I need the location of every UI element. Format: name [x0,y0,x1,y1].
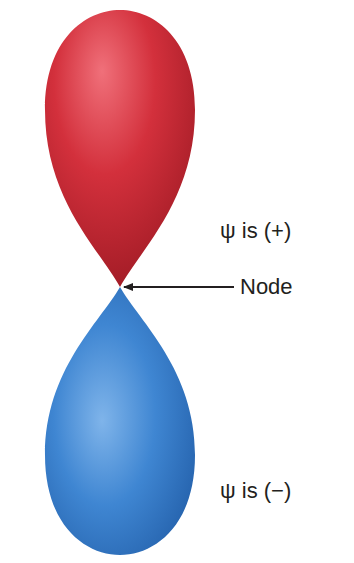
sign-label: ψ is (+) [220,218,291,244]
negative-lobe [45,287,195,555]
node-label: Node [240,274,293,300]
positive-lobe [45,10,195,287]
node-pointer-arrow [124,286,234,288]
sign-label: ψ is (−) [220,478,291,504]
